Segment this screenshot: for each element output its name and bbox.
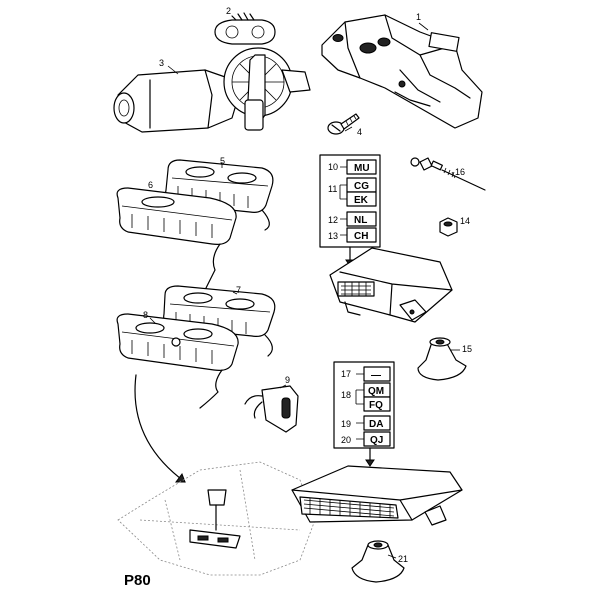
callout-9: 9: [285, 375, 290, 385]
code-upper-num-3: 12: [328, 215, 338, 225]
callout-6: 6: [148, 180, 153, 190]
callout-15: 15: [462, 344, 472, 354]
callout-16: 16: [455, 167, 465, 177]
part-9-single-switch: [244, 385, 299, 433]
callout-4: 4: [357, 127, 362, 137]
code-lower-code-0: —: [371, 370, 381, 381]
part-3-window-motor: [113, 47, 311, 133]
code-upper-code-3: NL: [354, 215, 367, 226]
callout-1: 1: [416, 12, 421, 22]
part-6-switch-panel: [116, 187, 237, 291]
code-box-upper: 10 MU 11 CG EK 12 NL 13 CH: [319, 154, 381, 248]
location-arrow: [134, 374, 186, 483]
center-console-location: [117, 461, 316, 576]
code-lower-code-4: QJ: [370, 435, 383, 446]
callout-2: 2: [226, 6, 231, 16]
code-upper-num-4: 13: [328, 231, 338, 241]
code-upper-code-1: CG: [354, 181, 369, 192]
callout-21: 21: [398, 554, 408, 564]
callout-14: 14: [460, 216, 470, 226]
part-4-screw: [327, 113, 360, 135]
part-16-sensor-pin: [410, 157, 486, 191]
part-2-connector: [214, 12, 276, 45]
code-lower-num-3: 19: [341, 419, 351, 429]
control-module-lower-ecu: [291, 465, 463, 526]
control-module-upper: [329, 247, 453, 323]
code-upper-num-1: 11: [328, 184, 337, 194]
callout-7: 7: [236, 285, 241, 295]
callout-5: 5: [220, 156, 225, 166]
part-21-rubber-mount: [351, 540, 405, 583]
code-upper-code-0: MU: [354, 163, 370, 174]
code-upper-code-2: EK: [354, 195, 369, 206]
code-lower-num-0: 17: [341, 369, 351, 379]
page-code: P80: [124, 572, 151, 589]
part-8-switch-panel: [116, 313, 239, 409]
code-lower-num-4: 20: [341, 435, 351, 445]
callout-3: 3: [159, 58, 164, 68]
code-upper-code-4: CH: [354, 231, 368, 242]
part-15-rubber-mount: [417, 337, 467, 381]
part-14-nut: [439, 217, 458, 237]
code-box-lower: 17 — 18 QM FQ 19 DA 20 QJ: [333, 361, 395, 449]
code-lower-code-1: QM: [368, 386, 384, 397]
code-lower-code-2: FQ: [369, 400, 383, 411]
code-upper-num-0: 10: [328, 162, 338, 172]
code-lower-num-1: 18: [341, 390, 351, 400]
part-1-regulator-housing: [321, 14, 483, 129]
code-lower-code-3: DA: [369, 419, 383, 430]
callout-8: 8: [143, 310, 148, 320]
